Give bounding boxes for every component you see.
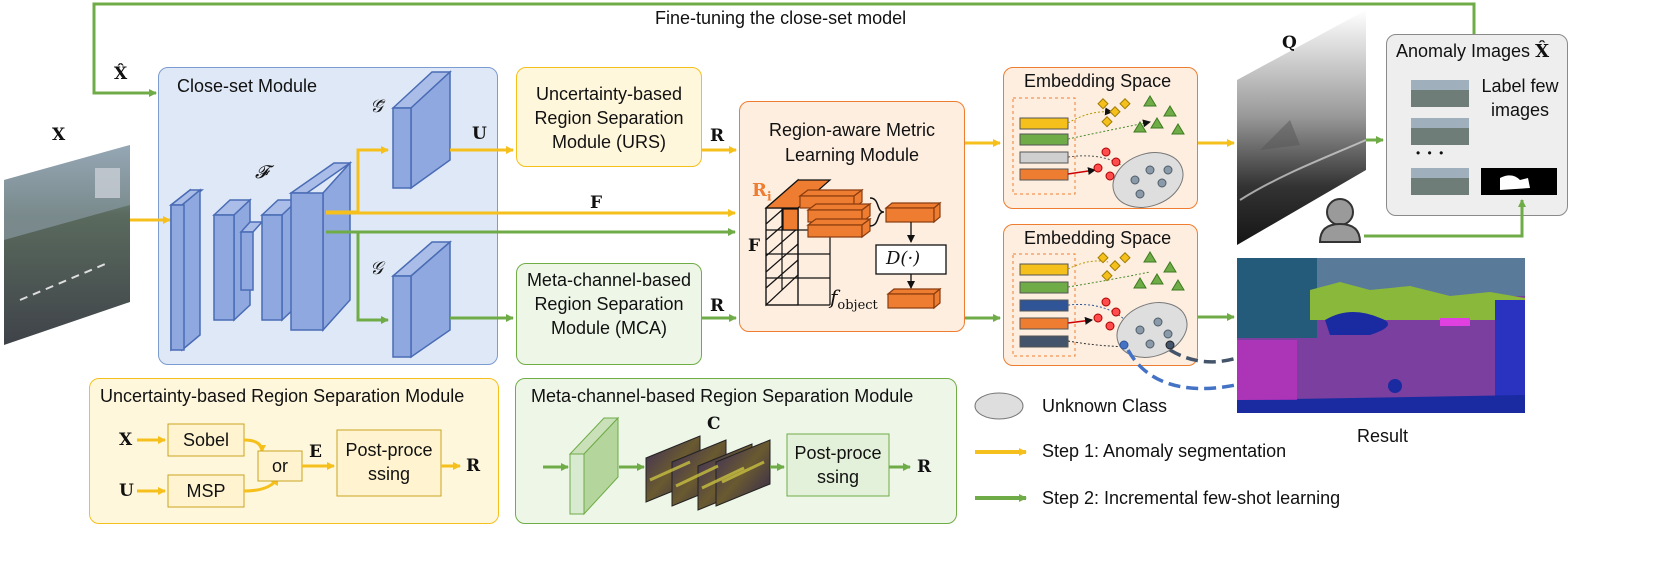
dark-dashed-arrow <box>1169 346 1264 364</box>
g-block <box>390 240 453 359</box>
encoder-f-label: 𝓕 <box>255 162 269 183</box>
feature-grid <box>764 178 832 307</box>
mca-detail-r: R <box>917 457 932 477</box>
urs-module-box <box>516 67 702 167</box>
or-box-label: or <box>271 456 288 476</box>
ri-subscript: i <box>766 189 772 204</box>
mca-r-label: R <box>710 296 725 316</box>
pooled-feature <box>884 201 942 310</box>
embedding-space-2-graphics <box>1012 251 1188 358</box>
embedding-space-title-2: Embedding Space <box>1024 228 1172 248</box>
anomaly-images-title: Anomaly Images X̂ <box>1396 41 1549 62</box>
q-label: Q <box>1282 33 1297 53</box>
legend-graphics <box>974 392 1027 502</box>
ri-stack <box>798 188 872 239</box>
mca-postprocessing-label: Post-processing <box>794 443 882 487</box>
anomaly-title-text: Anomaly Images <box>1396 41 1536 61</box>
embedding-space-title-1: Embedding Space <box>1024 71 1172 91</box>
mca-detail-graphics <box>543 416 911 516</box>
ri-label: Ri <box>752 180 772 204</box>
urs-postprocessing-label: Post-processing <box>345 440 433 484</box>
urs-detail-x: X <box>119 430 133 450</box>
urs-detail-r: R <box>466 456 481 476</box>
label-few-images-text: Label few images <box>1481 76 1559 120</box>
urs-module-label: Uncertainty-based Region Separation Modu… <box>534 84 684 152</box>
close-set-title: Close-set Module <box>177 76 318 96</box>
input-image-x <box>4 145 130 345</box>
legend-unknown-class: Unknown Class <box>1042 396 1168 416</box>
result-segmentation-map <box>1237 258 1525 413</box>
anomaly-title-symbol: X̂ <box>1535 41 1550 62</box>
input-x-label: X <box>52 125 66 145</box>
mca-detail-c: C <box>707 414 721 434</box>
urs-r-label: R <box>710 126 725 146</box>
encoder-f-blocks <box>168 161 353 352</box>
sobel-box-label: Sobel <box>182 430 230 450</box>
f-feature-label: F <box>590 193 603 213</box>
urs-detail-graphics <box>137 423 461 508</box>
q-uncertainty-map <box>1237 10 1367 245</box>
f-object-label: fobject <box>830 285 878 313</box>
ram-f-label: F <box>748 236 761 256</box>
g-bar-label: 𝒢̄ <box>370 96 383 117</box>
msp-box-label: MSP <box>186 481 226 501</box>
mca-detail-title: Meta-channel-based Region Separation Mod… <box>531 386 914 406</box>
mca-module-label: Meta-channel-based Region Separation Mod… <box>526 270 692 338</box>
urs-detail-u: U <box>119 481 134 501</box>
legend-step1: Step 1: Anomaly segmentation <box>1042 441 1287 461</box>
u-label: U <box>472 124 487 144</box>
urs-detail-title: Uncertainty-based Region Separation Modu… <box>100 386 465 406</box>
urs-detail-e: E <box>309 442 322 462</box>
f-object-symbol: f <box>830 285 838 309</box>
input-x-hat-label: X̂ <box>114 64 128 84</box>
g-label: 𝒢 <box>370 258 383 279</box>
annotator-person-icon <box>1318 198 1362 243</box>
embedding-space-1-graphics <box>1012 95 1185 208</box>
ri-symbol: R <box>752 180 767 201</box>
d-function-label: D(·) <box>886 248 921 269</box>
anomaly-thumbnails <box>1411 80 1557 195</box>
region-aware-title: Region-aware Metric Learning Module <box>768 120 936 165</box>
result-label: Result <box>1357 426 1409 446</box>
mca-module-box <box>516 263 702 365</box>
g-bar-block <box>391 70 452 190</box>
anomaly-dots: • • • <box>1416 146 1446 160</box>
top-caption: Fine-tuning the close-set model <box>655 8 907 28</box>
legend-step2: Step 2: Incremental few-shot learning <box>1042 488 1341 508</box>
f-object-subscript: object <box>837 298 878 313</box>
fine-tune-feedback-line <box>92 2 1476 97</box>
